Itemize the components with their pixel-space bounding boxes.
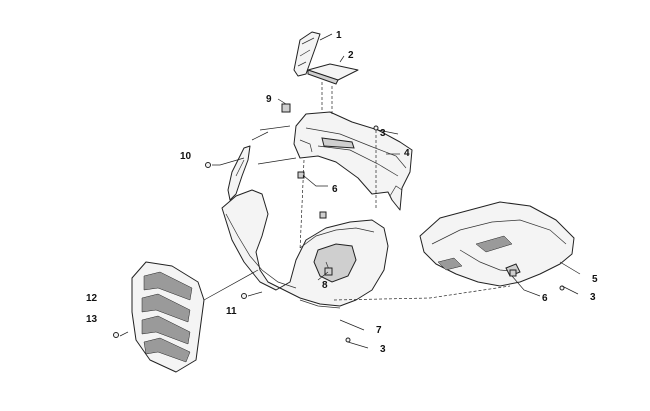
callout-c3c: 3 (380, 344, 386, 355)
part-5-skid-plate (419, 201, 575, 287)
clip-6-right (509, 269, 517, 277)
callout-c5: 5 (592, 274, 598, 285)
callout-c11: 11 (226, 306, 237, 317)
callout-c13: 13 (86, 314, 98, 325)
callout-c6b: 6 (542, 293, 548, 304)
part-2-pad (307, 63, 359, 85)
fastener-3-top (373, 125, 379, 131)
callout-c4: 4 (404, 148, 410, 159)
clip-9 (281, 103, 291, 113)
callout-c6a: 6 (332, 184, 338, 195)
clip-6-upper (297, 171, 305, 179)
callout-c7: 7 (376, 325, 382, 336)
fastener-10 (205, 162, 211, 168)
part-front-fairing (221, 189, 389, 309)
callout-c9: 9 (266, 94, 272, 105)
part-12-grille (131, 261, 205, 373)
callouts: 12 3 4 9 10 6 5 3 6 8 12 13 11 7 3 (86, 30, 598, 355)
fastener-11 (241, 293, 247, 299)
fastener-13 (113, 332, 119, 338)
callout-c3b: 3 (590, 292, 596, 303)
callout-c10: 10 (180, 151, 192, 162)
part-1-grip (293, 31, 321, 77)
callout-c12: 12 (86, 293, 98, 304)
part-10-bracket (227, 145, 251, 201)
callout-c3a: 3 (380, 128, 386, 139)
leader-lines (119, 33, 581, 349)
fastener-3-bottom (345, 337, 351, 343)
callout-c8: 8 (322, 280, 328, 291)
part-4-upper-console (293, 111, 413, 211)
grille-slats (141, 271, 193, 363)
clip-6-mid (319, 211, 327, 219)
callout-c2: 2 (348, 50, 354, 61)
callout-c1: 1 (336, 30, 342, 41)
clip-8 (324, 267, 333, 276)
